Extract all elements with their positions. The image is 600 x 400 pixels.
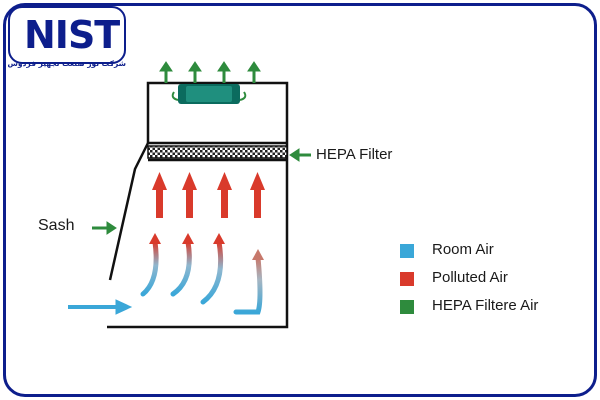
curved-arrowheads: [149, 233, 264, 260]
company-name: شرکت نور صنعت تجهیز فردوس: [7, 59, 126, 68]
sash-label: Sash: [38, 217, 75, 234]
hepa-air-swatch: [400, 300, 414, 314]
fan-icon: [171, 84, 247, 104]
sash-pointer-arrow: [92, 221, 117, 235]
curved-airflow-arrows: [140, 239, 263, 315]
legend-label: Room Air: [432, 241, 494, 258]
hepa-filter-pointer-arrow: [289, 148, 311, 162]
border-frame: [3, 3, 597, 397]
room-air-swatch: [400, 244, 414, 258]
logo-text: NIST: [24, 13, 120, 57]
room-air-inflow-arrow: [68, 299, 133, 315]
polluted-air-arrows: [152, 172, 265, 218]
hepa-air-exhaust-arrows: [159, 61, 261, 83]
hepa-filter-label: HEPA Filter: [316, 146, 393, 163]
hepa-filter: [147, 145, 288, 159]
polluted-air-swatch: [400, 272, 414, 286]
legend-label: Polluted Air: [432, 269, 508, 286]
legend-label: HEPA Filtere Air: [432, 297, 539, 314]
logo: NIST: [8, 6, 126, 64]
cabinet-outline: [107, 81, 289, 329]
